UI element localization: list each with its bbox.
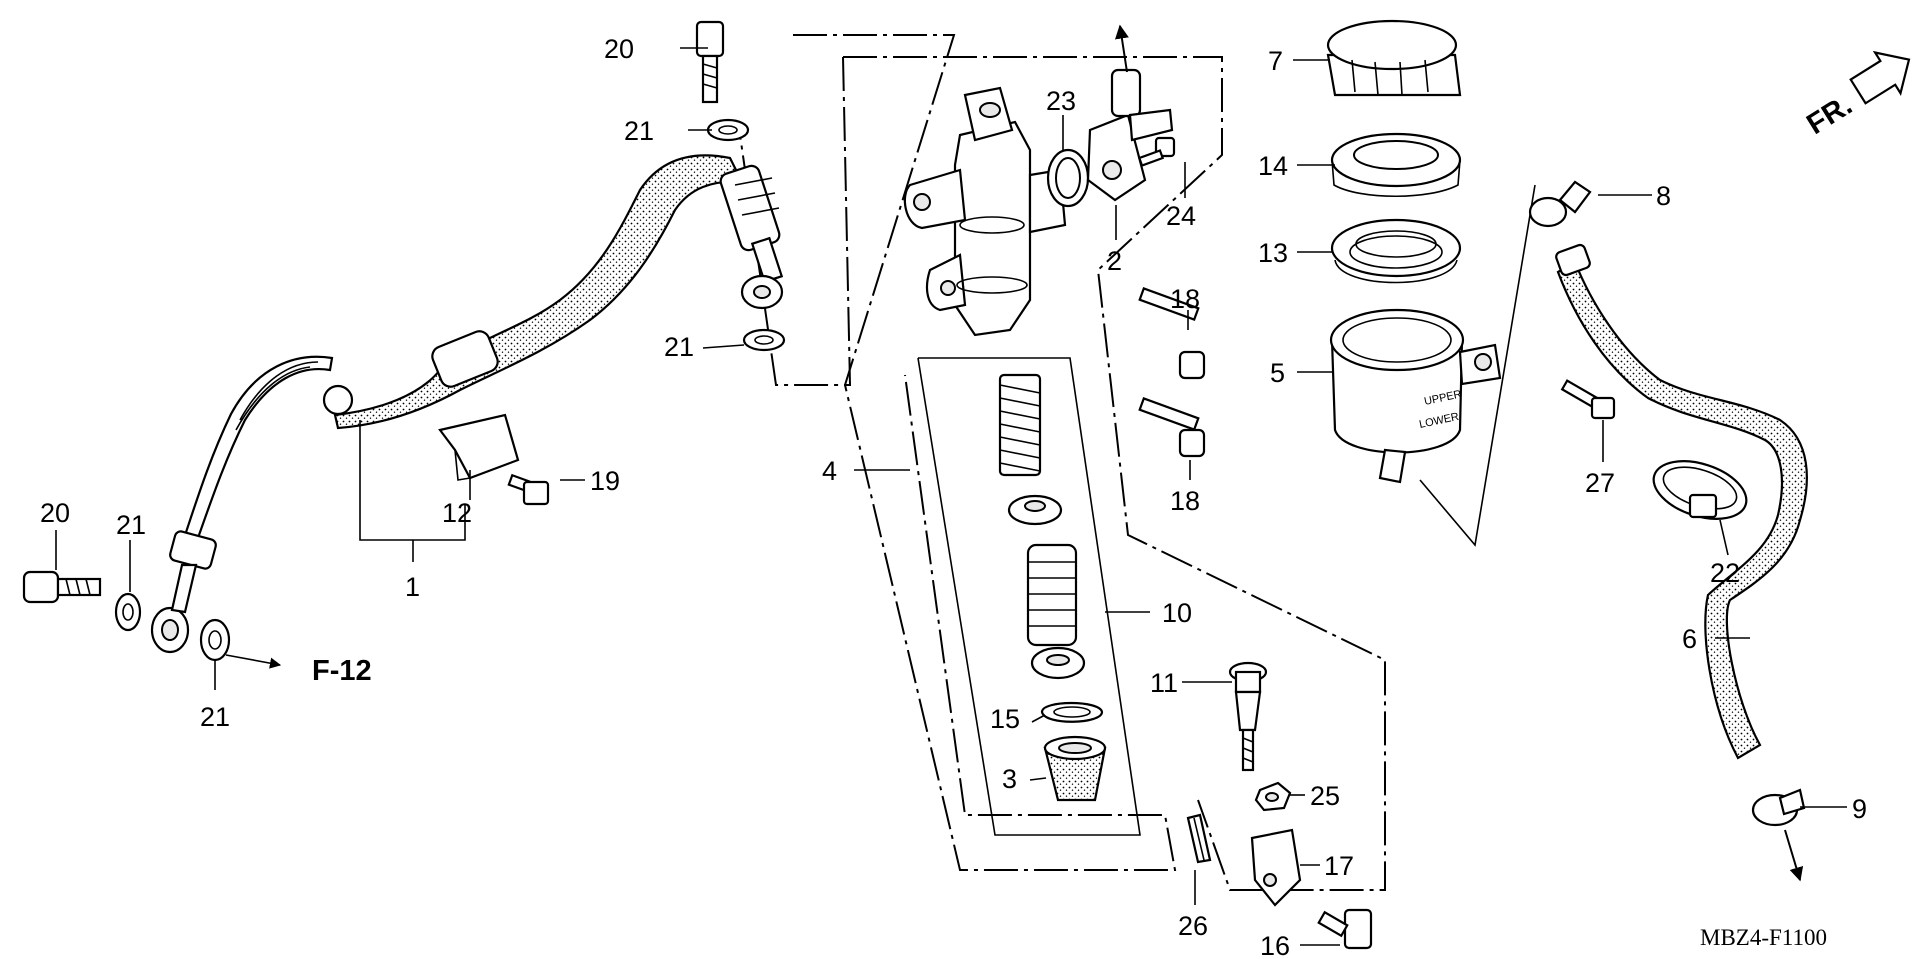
callout-8: 8 xyxy=(1656,181,1671,211)
callout-11: 11 xyxy=(1150,668,1178,698)
piston-kit xyxy=(998,373,1107,802)
outline-piston-kit-10 xyxy=(917,357,1141,836)
mount-bolts xyxy=(1138,287,1206,458)
callout-2: 2 xyxy=(1107,246,1122,276)
callout-1: 1 xyxy=(405,572,420,602)
washer-21d-icon xyxy=(199,618,231,662)
callout-25: 25 xyxy=(1310,781,1340,811)
screw-24-icon xyxy=(1137,136,1176,167)
washer-21a-icon xyxy=(706,118,750,142)
brake-hose xyxy=(150,154,784,654)
hose-6-body xyxy=(1556,260,1808,760)
pin-16-icon xyxy=(1317,908,1373,950)
cylinder-body xyxy=(953,120,1032,337)
callout-20-lower: 20 xyxy=(40,498,70,528)
callout-7: 7 xyxy=(1268,46,1283,76)
callout-9: 9 xyxy=(1852,794,1867,824)
callout-5: 5 xyxy=(1270,358,1285,388)
master-cylinder xyxy=(903,24,1176,337)
callout-4: 4 xyxy=(822,456,837,486)
spring-icon xyxy=(998,373,1042,477)
outline-master-cylinder-4 xyxy=(793,34,1177,871)
front-arrow-icon xyxy=(1849,50,1911,105)
hose-pipe-lower xyxy=(170,563,198,614)
callout-18-upper: 18 xyxy=(1170,284,1200,314)
callout-19: 19 xyxy=(590,466,620,496)
callout-3: 3 xyxy=(1002,764,1017,794)
callout-13: 13 xyxy=(1258,238,1288,268)
clip-9-icon xyxy=(1751,788,1806,827)
band-22-icon xyxy=(1652,460,1748,520)
reference-label: F-12 xyxy=(312,655,372,687)
callout-21-bottom: 21 xyxy=(200,702,230,732)
bolt-27-icon xyxy=(1560,379,1616,420)
plate-14-icon xyxy=(1330,132,1462,198)
callout-15: 15 xyxy=(990,704,1020,734)
leader-lines xyxy=(55,47,1847,946)
callout-20-upper: 20 xyxy=(604,34,634,64)
banjo-bolt-20-upper-icon xyxy=(695,20,725,104)
front-label: FR. xyxy=(1801,89,1858,141)
hose-pipe-lines xyxy=(235,361,319,431)
reservoir: UPPER LOWER xyxy=(1326,19,1536,547)
reservoir-hose xyxy=(1528,180,1808,882)
circlip-15-icon xyxy=(1040,701,1104,723)
outlet-arrow xyxy=(1114,24,1129,73)
callout-16: 16 xyxy=(1260,931,1290,959)
callout-23: 23 xyxy=(1046,86,1076,116)
callout-12: 12 xyxy=(442,498,472,528)
hose-6-top-end xyxy=(1555,243,1591,277)
hose-fitting-top xyxy=(322,384,354,416)
push-rod xyxy=(1186,661,1373,950)
push-rod-11-icon xyxy=(1228,661,1268,772)
boot-3-icon xyxy=(1043,735,1107,802)
hose-sleeve xyxy=(431,330,499,388)
callout-22: 22 xyxy=(1710,558,1740,588)
outlet-arrow-lower xyxy=(1784,829,1804,882)
callout-10: 10 xyxy=(1162,598,1192,628)
joint-17-icon xyxy=(1250,828,1302,907)
callout-26: 26 xyxy=(1178,911,1208,941)
hose-clamp-12-icon xyxy=(438,413,520,481)
callout-18-lower: 18 xyxy=(1170,486,1200,516)
callout-numbers: 20 21 21 12 1 19 20 21 21 23 2 24 18 18 … xyxy=(40,34,1867,959)
clip-8-icon xyxy=(1528,180,1592,228)
callout-6: 6 xyxy=(1682,624,1697,654)
cup-icon xyxy=(1030,646,1086,680)
hose-end-upper xyxy=(719,164,781,252)
banjo-bolt-20-lower-icon xyxy=(22,570,102,604)
reservoir-body-5-icon: UPPER LOWER xyxy=(1329,308,1502,484)
nut-25-icon xyxy=(1254,781,1292,812)
washer-21b-icon xyxy=(742,328,786,352)
seat-icon xyxy=(1007,494,1063,526)
callout-27: 27 xyxy=(1585,468,1615,498)
left-fasteners xyxy=(22,20,786,662)
callout-17: 17 xyxy=(1324,851,1354,881)
hose-end-neck xyxy=(750,236,784,284)
bolt-18b-icon xyxy=(1138,397,1206,458)
oring-23-icon xyxy=(1046,148,1090,208)
callout-21-hose: 21 xyxy=(664,332,694,362)
joint-2-icon xyxy=(1086,68,1174,202)
callout-21-upper: 21 xyxy=(624,116,654,146)
cotter-pin-26-icon xyxy=(1186,813,1212,864)
callout-14: 14 xyxy=(1258,151,1288,181)
reservoir-hose-guide xyxy=(1419,184,1536,547)
washer-21c-icon xyxy=(114,592,142,632)
callout-24: 24 xyxy=(1166,201,1196,231)
bolt-19-icon xyxy=(507,473,550,506)
bolt-18a-icon xyxy=(1138,287,1206,380)
cap-7-icon xyxy=(1326,19,1462,97)
hose-pipe-left xyxy=(176,355,334,562)
piston-icon xyxy=(1026,543,1078,647)
hose-body xyxy=(333,154,744,430)
drawing-code: MBZ4-F1100 xyxy=(1700,925,1827,950)
cylinder-mount-left xyxy=(903,168,967,230)
diaphragm-13-icon xyxy=(1330,218,1462,284)
front-indicator: FR. xyxy=(1801,50,1911,141)
callout-21-left: 21 xyxy=(116,510,146,540)
